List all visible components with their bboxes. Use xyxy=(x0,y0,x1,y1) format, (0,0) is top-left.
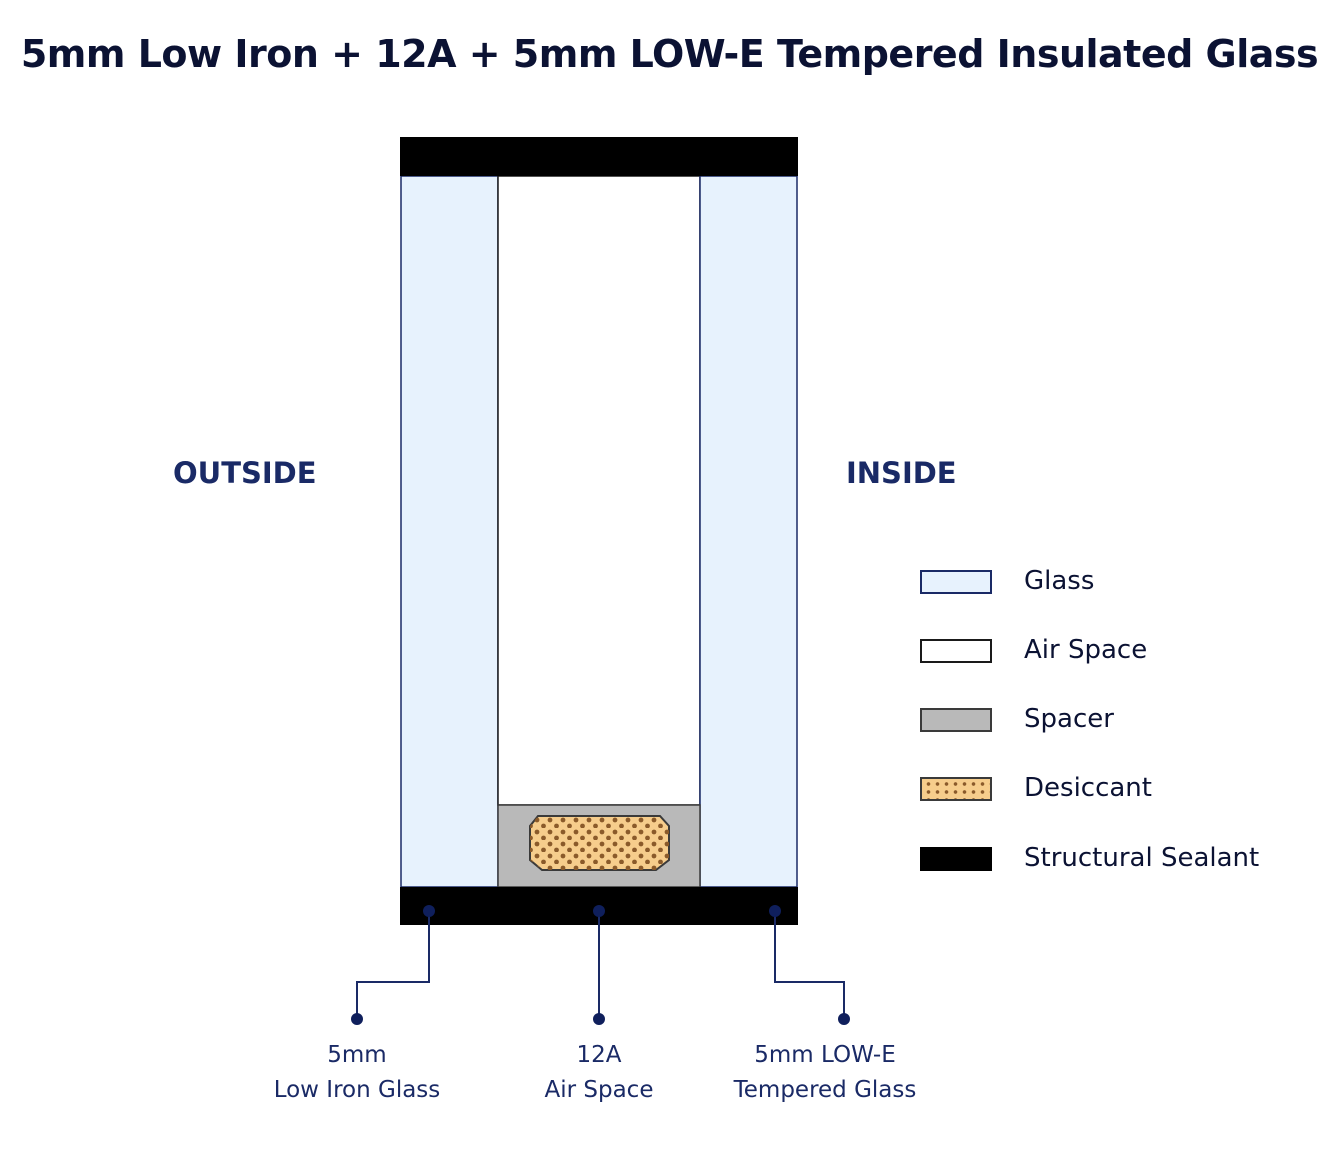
structural-sealant-swatch-icon xyxy=(920,847,992,871)
callout-air-space-line1: 12A xyxy=(576,1042,622,1068)
callout-outer-glass-line1: 5mm xyxy=(327,1042,387,1068)
outside-label: OUTSIDE xyxy=(173,456,317,490)
callout-inner-glass-line2: Tempered Glass xyxy=(733,1077,917,1103)
legend-item-spacer: Spacer xyxy=(920,700,1320,740)
legend-item-air-space: Air Space xyxy=(920,631,1320,671)
legend-label-air-space: Air Space xyxy=(1024,635,1148,665)
diagram-title: 5mm Low Iron + 12A + 5mm LOW-E Tempered … xyxy=(20,32,1319,76)
legend-item-desiccant: Desiccant xyxy=(920,769,1320,809)
inside-label: INSIDE xyxy=(846,456,957,490)
callout-line-inner-glass xyxy=(774,911,845,1019)
legend-label-glass: Glass xyxy=(1024,566,1095,596)
callout-dot-air-bottom xyxy=(593,1013,605,1025)
legend-item-structural-sealant: Structural Sealant xyxy=(920,839,1320,879)
air-space xyxy=(497,175,701,806)
legend-label-desiccant: Desiccant xyxy=(1024,773,1152,803)
air-space-swatch-icon xyxy=(920,639,992,663)
legend-item-glass: Glass xyxy=(920,562,1320,602)
glass-swatch-icon xyxy=(920,570,992,594)
callout-dot-outer-top xyxy=(423,905,435,917)
callout-line-outer-glass xyxy=(356,911,430,1019)
callout-inner-glass-line1: 5mm LOW-E xyxy=(754,1042,896,1068)
legend-label-spacer: Spacer xyxy=(1024,704,1114,734)
callout-inner-glass: 5mm LOW-E Tempered Glass xyxy=(695,1038,955,1108)
spacer-swatch-icon xyxy=(920,708,992,732)
callout-dot-inner-bottom xyxy=(838,1013,850,1025)
legend-label-structural-sealant: Structural Sealant xyxy=(1024,843,1260,873)
callout-dot-inner-top xyxy=(769,905,781,917)
outer-glass-pane xyxy=(400,175,499,888)
callout-air-space-line2: Air Space xyxy=(544,1077,654,1103)
desiccant-swatch-icon xyxy=(920,777,992,801)
callout-air-space: 12A Air Space xyxy=(469,1038,729,1108)
callout-outer-glass: 5mm Low Iron Glass xyxy=(227,1038,487,1108)
desiccant-dots xyxy=(530,816,669,870)
callout-outer-glass-line2: Low Iron Glass xyxy=(273,1077,441,1103)
top-sealant xyxy=(400,137,798,176)
callout-dot-outer-bottom xyxy=(351,1013,363,1025)
inner-glass-pane xyxy=(699,175,798,888)
callout-dot-air-top xyxy=(593,905,605,917)
